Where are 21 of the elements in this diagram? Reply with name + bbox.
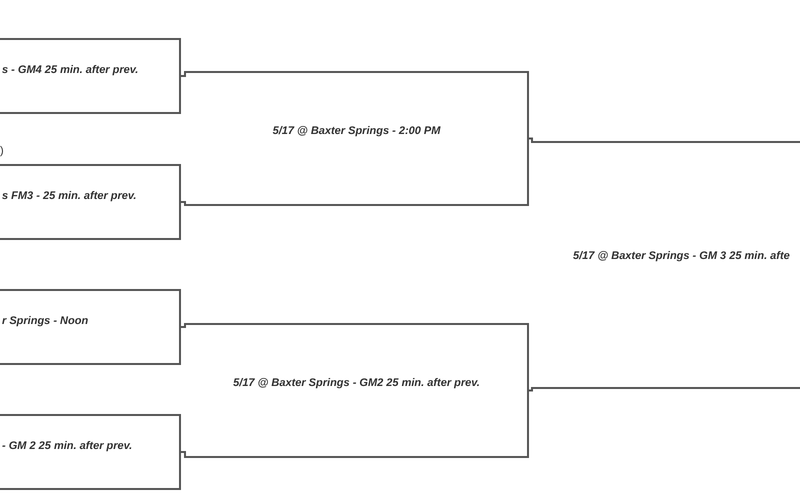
- bracket-box: [186, 71, 529, 206]
- match-label: 5/17 @ Baxter Springs - 2:00 PM: [272, 125, 442, 137]
- connector-line: [529, 138, 534, 143]
- match-label: s FM3 - 25 min. after prev.: [2, 190, 136, 202]
- match-label: 5/17 @ Baxter Springs - GM 3 25 min. afte: [573, 250, 790, 262]
- connector-line: [181, 71, 186, 77]
- note-text: ): [0, 145, 4, 157]
- connector-line: [181, 201, 186, 206]
- match-box: [0, 289, 181, 365]
- match-box: [0, 38, 181, 114]
- match-label: - GM 2 25 min. after prev.: [2, 440, 132, 452]
- match-label: r Springs - Noon: [2, 315, 88, 327]
- bracket-box: [533, 141, 800, 389]
- connector-line: [181, 323, 186, 328]
- match-box: [0, 414, 181, 490]
- match-box: [0, 164, 181, 240]
- bracket-box: [186, 323, 529, 458]
- match-label: 5/17 @ Baxter Springs - GM2 25 min. after prev.: [232, 377, 481, 389]
- match-label: s - GM4 25 min. after prev.: [2, 64, 138, 76]
- connector-line: [529, 387, 534, 392]
- connector-line: [181, 451, 186, 458]
